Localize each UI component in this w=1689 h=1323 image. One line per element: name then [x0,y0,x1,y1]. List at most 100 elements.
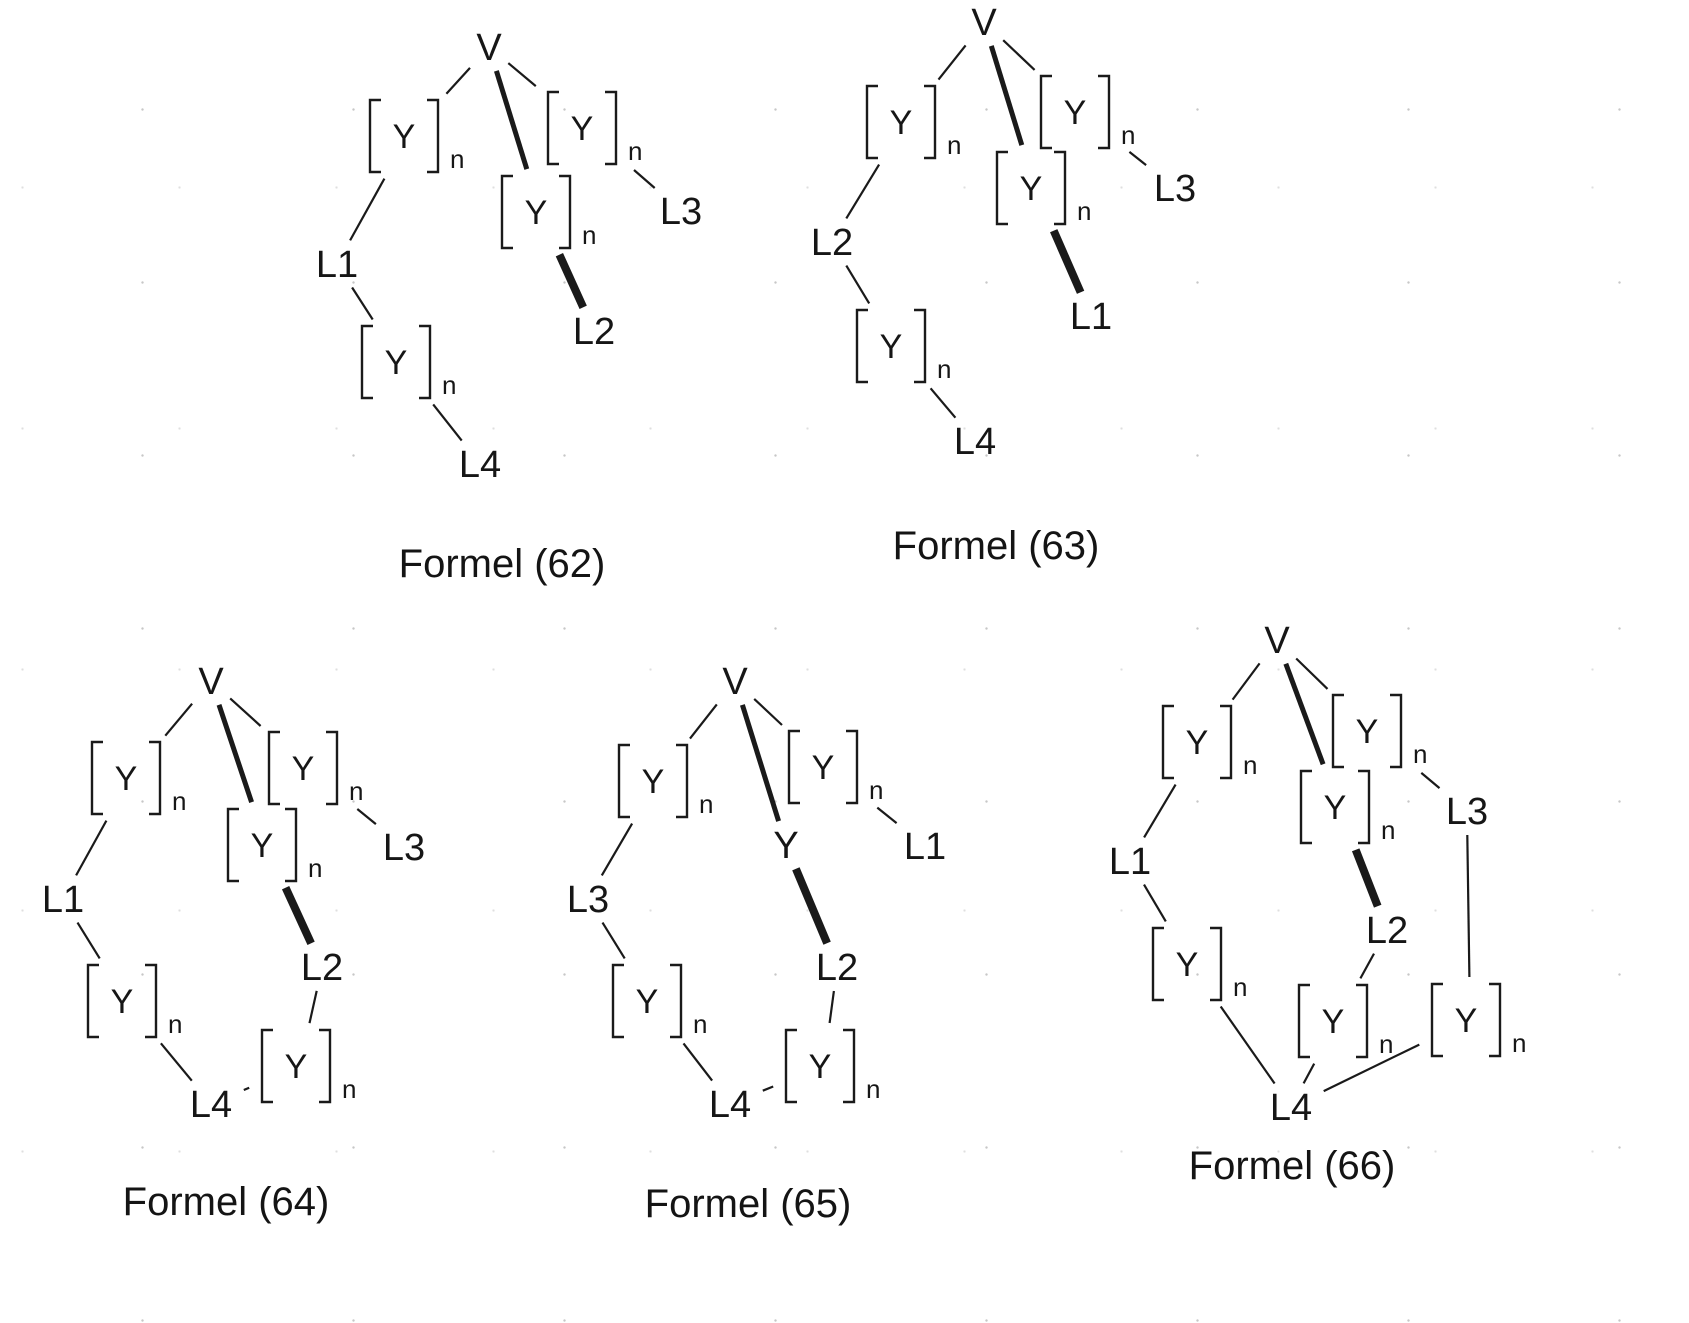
repeat-subscript: n [699,789,713,819]
repeat-subscript: n [1512,1028,1526,1058]
y-symbol: Y [385,344,408,382]
y-repeat-group: Yn [787,729,883,805]
node-L2: L2 [573,311,615,353]
node-L1: L1 [1070,296,1112,338]
y-repeat-group: Yn [995,150,1091,226]
bond-v-ygl [1231,662,1261,701]
node-Y: Y [773,825,798,867]
y-repeat-group: Yn [1297,983,1393,1059]
bond-l2-ygb [1359,953,1375,979]
right-bracket [605,90,618,166]
y-symbol: Y [880,328,903,366]
left-bracket [865,84,878,160]
left-bracket [784,1028,797,1104]
right-bracket [1054,150,1067,226]
repeat-subscript: n [442,370,456,400]
formula-65-caption: Formel (65) [644,1182,852,1226]
bond-v-ygm [988,45,1025,146]
left-bracket [787,729,800,805]
right-bracket [427,98,440,174]
formula-62-caption: Formel (62) [398,542,606,586]
bond-yga-l4 [432,403,463,442]
right-bracket [1210,926,1223,1002]
right-bracket [149,740,162,816]
right-bracket [846,729,859,805]
bond-v-ygl [689,703,718,740]
y-repeat-group: Yn [1430,982,1526,1058]
y-symbol: Y [636,983,659,1021]
right-bracket [285,807,298,883]
y-symbol: Y [1322,1003,1345,1041]
left-bracket [500,174,513,250]
right-bracket [676,743,689,819]
right-bracket [1358,769,1371,845]
node-L1: L1 [316,244,358,286]
node-L2: L2 [1366,910,1408,952]
left-bracket [368,98,381,174]
y-symbol: Y [251,827,274,865]
node-L3: L3 [660,191,702,233]
bond-ygr-l3 [356,808,377,825]
formula-63-caption: Formel (63) [892,524,1100,568]
left-bracket [1331,693,1344,769]
node-L4: L4 [1270,1087,1312,1129]
bond-ygm-l2 [1351,848,1382,908]
left-bracket [855,308,868,384]
y-repeat-group: Yn [226,807,322,883]
bond-ygl-l1 [349,178,386,241]
bond-l1-yga [1143,884,1167,922]
left-bracket [1297,983,1310,1059]
y-symbol: Y [285,1048,308,1086]
y-symbol: Y [1324,789,1347,827]
node-L2: L2 [811,222,853,264]
right-bracket [1356,983,1369,1059]
repeat-subscript: n [628,136,642,166]
left-bracket [1039,74,1052,150]
bond-ym-l2 [792,867,831,945]
left-bracket [617,743,630,819]
y-repeat-group: Yn [855,308,951,384]
node-V: V [1264,620,1290,662]
repeat-subscript: n [1381,815,1395,845]
bond-v-ygl [445,67,471,95]
bond-l1-yga [351,286,374,321]
left-bracket [1161,704,1174,780]
bond-v-ygm [216,704,254,803]
left-bracket [260,1028,273,1104]
y-repeat-group: Yn [1161,704,1257,780]
bond-ygl-l1 [1143,784,1177,838]
bond-v-ygm [1283,662,1326,766]
node-L1: L1 [904,826,946,868]
repeat-subscript: n [1077,196,1091,226]
bond-yga-l4 [1219,1005,1276,1085]
node-L4: L4 [190,1084,232,1126]
left-bracket [546,90,559,166]
node-L3: L3 [1154,168,1196,210]
bond-l2-ygb [828,990,835,1024]
bond-ygm-l2 [555,253,587,309]
left-bracket [226,807,239,883]
bond-yga-l4 [160,1042,193,1082]
right-bracket [670,963,683,1039]
right-bracket [319,1028,332,1104]
bond-ygb-l4 [762,1085,774,1092]
y-repeat-group: Yn [500,174,596,250]
y-symbol: Y [393,118,416,156]
repeat-subscript: n [869,775,883,805]
node-V: V [476,27,502,69]
right-bracket [1489,982,1502,1058]
bond-v-ygr [1295,657,1329,690]
y-symbol: Y [292,750,315,788]
bond-v-ygr [229,697,262,727]
left-bracket [267,730,280,806]
right-bracket [1220,704,1233,780]
left-bracket [360,324,373,400]
bond-ygc-l4 [1323,1043,1420,1093]
repeat-subscript: n [1379,1029,1393,1059]
bond-ygb-l4 [243,1086,250,1092]
y-symbol: Y [642,763,665,801]
